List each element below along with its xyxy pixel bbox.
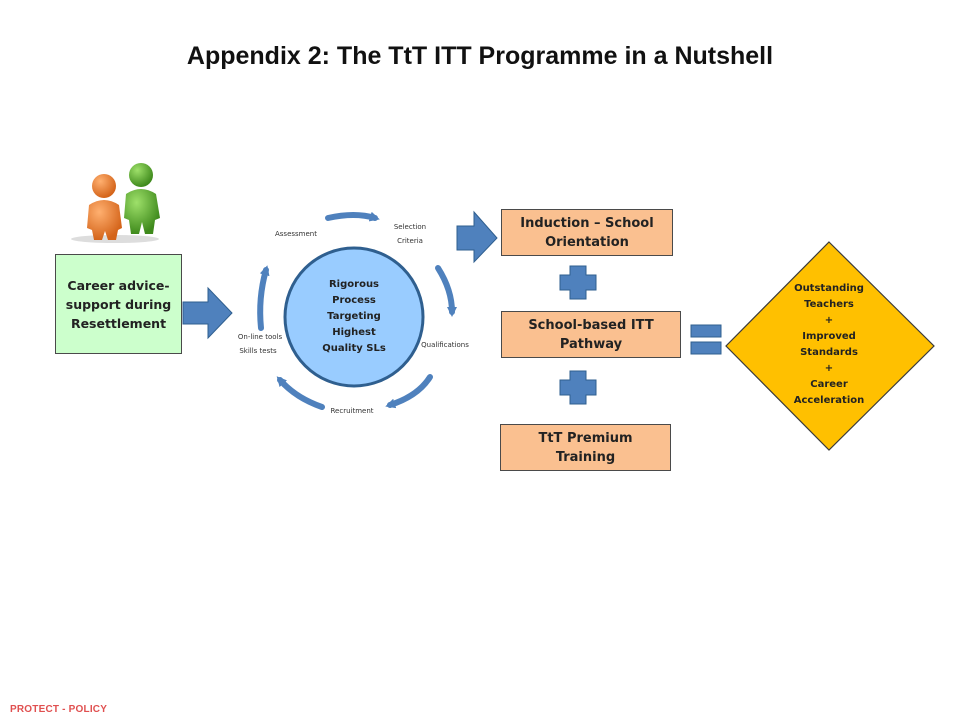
outcome-line-7: Career (810, 379, 848, 390)
arrow-to-cycle-icon (182, 286, 233, 340)
career-advice-label: Career advice- support during Resettleme… (65, 277, 172, 331)
outcome-line-4: Improved (802, 331, 856, 342)
circle-line-4: Highest (332, 327, 376, 338)
premium-training-box: TtT Premium Training (500, 424, 671, 471)
circle-line-1: Rigorous (329, 279, 379, 290)
rigorous-process-circle (283, 246, 425, 388)
career-advice-box: Career advice- support during Resettleme… (55, 254, 182, 354)
outcome-line-1: Outstanding (794, 283, 864, 294)
people-figures-icon (71, 163, 160, 243)
induction-box: Induction – School Orientation (501, 209, 673, 256)
school-itt-label: School-based ITT Pathway (528, 317, 654, 352)
outcome-line-8: Acceleration (794, 395, 864, 406)
induction-label: Induction – School Orientation (520, 215, 654, 250)
premium-training-label: TtT Premium Training (538, 430, 633, 465)
outcome-line-6: + (825, 363, 833, 374)
arrow-to-induction-icon (456, 210, 498, 264)
plus-icon (559, 370, 597, 405)
step-skills-tests-label: Skills tests (239, 347, 277, 355)
step-recruitment-label: Recruitment (330, 407, 373, 415)
step-criteria-label: Criteria (397, 237, 423, 245)
footer-classification: PROTECT - POLICY (10, 704, 108, 715)
outcome-line-3: + (825, 315, 833, 326)
circle-line-5: Quality SLs (322, 343, 386, 354)
page-title: Appendix 2: The TtT ITT Programme in a N… (186, 42, 774, 70)
equals-icon (690, 324, 722, 355)
cycle-arrows (257, 211, 457, 410)
circle-line-2: Process (332, 295, 376, 306)
outcome-diamond (725, 241, 935, 451)
plus-icon (559, 265, 597, 300)
step-selection-label: Selection (394, 223, 426, 231)
step-qualifications-label: Qualifications (421, 341, 469, 349)
school-itt-box: School-based ITT Pathway (501, 311, 681, 358)
step-online-tools-label: On-line tools (238, 333, 283, 341)
outcome-line-5: Standards (800, 347, 858, 358)
circle-line-3: Targeting (327, 311, 381, 322)
outcome-line-2: Teachers (804, 299, 854, 310)
step-assessment-label: Assessment (275, 230, 317, 238)
